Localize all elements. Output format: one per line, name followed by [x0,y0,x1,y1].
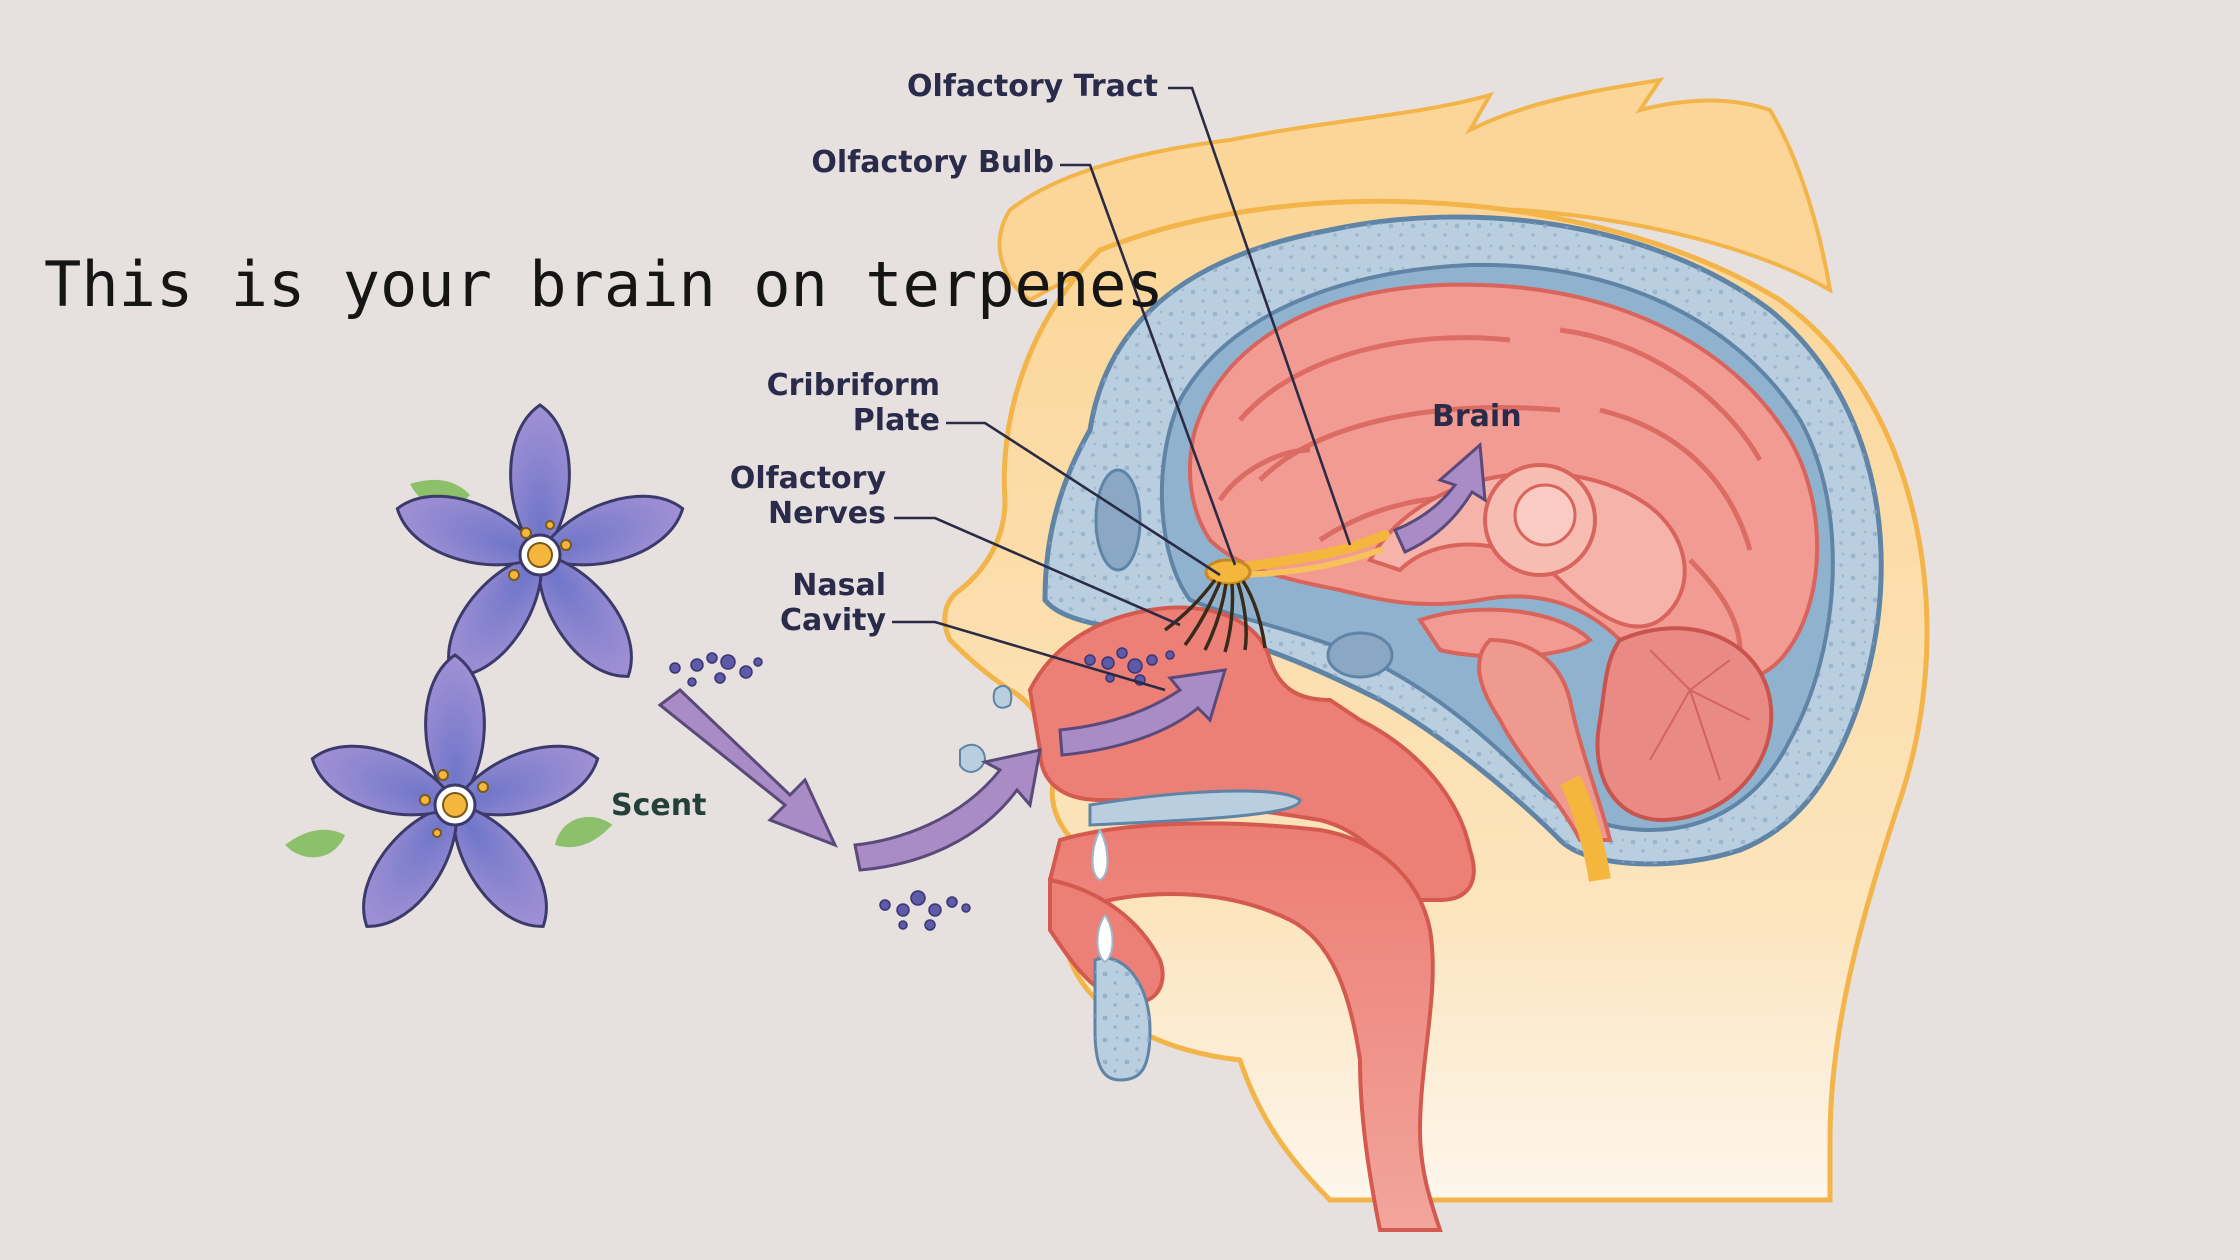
diagram-title: This is your brain on terpenes [44,248,1164,321]
flower-top [386,403,694,696]
arrow-flower-to-nose [657,688,838,848]
label-olfactory-nerves-line2: Nerves [768,496,886,531]
label-cribriform-line1: Cribriform [767,368,940,403]
label-olfactory-bulb: Olfactory Bulb [811,145,1054,180]
flower-bottom [285,653,615,946]
olfactory-structures [1163,530,1390,653]
frontal-sinus [1094,468,1142,572]
cerebellum [1595,626,1774,823]
label-nasal-cavity-line2: Cavity [780,603,886,638]
palate [1088,789,1302,827]
label-scent: Scent [611,788,706,823]
arrow-up-nasal [1058,668,1228,757]
upper-tooth [1091,827,1109,882]
label-nasal-cavity-line1: Nasal [792,568,886,603]
scent-flow-arrows [657,441,1487,872]
lower-tooth [1096,913,1114,964]
head-illustration [942,77,1930,1232]
arrow-into-nostril [853,748,1042,872]
label-brain: Brain [1432,399,1522,434]
label-olfactory-nerves-line1: Olfactory [730,461,887,496]
leader-lines [892,86,1352,692]
olfactory-nerves [1163,578,1267,653]
arrow-to-brain [1392,441,1487,554]
olfactory-bulb [1204,558,1252,586]
label-olfactory-tract: Olfactory Tract [907,69,1158,104]
label-cribriform-line2: Plate [853,403,940,438]
oral-tissue [1047,821,1443,1232]
scent-particles [669,647,1175,931]
